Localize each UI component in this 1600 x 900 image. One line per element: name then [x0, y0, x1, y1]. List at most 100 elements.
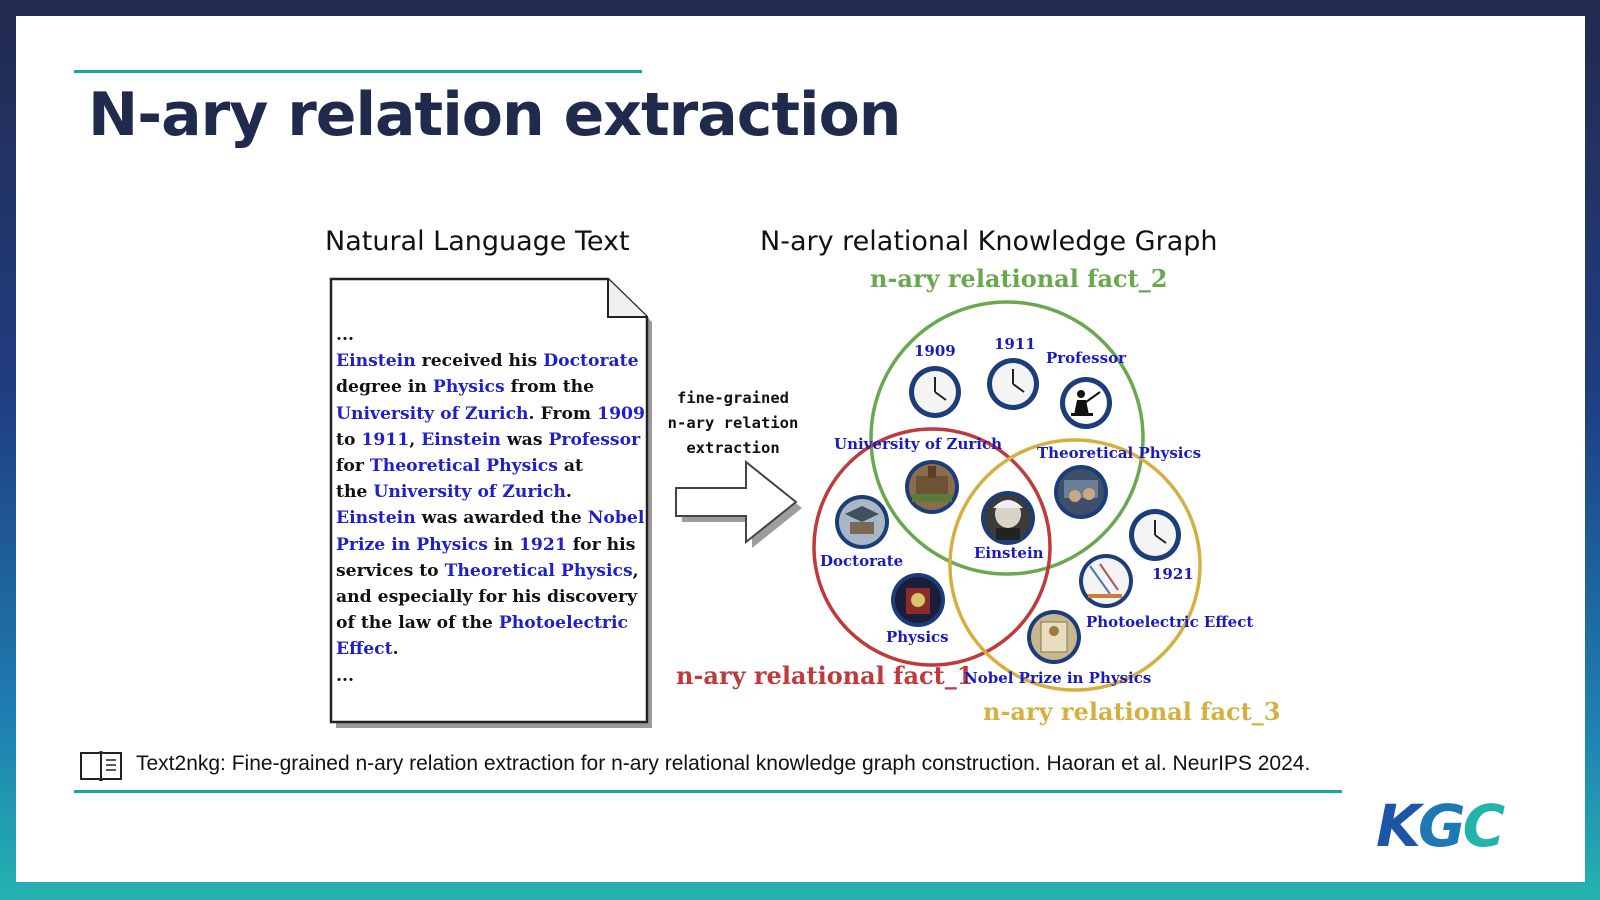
entity-highlight: Einstein: [421, 429, 501, 450]
entity-highlight: Photoelectric: [498, 613, 628, 634]
entity-highlight: Physics: [432, 377, 505, 398]
entity-highlight: Doctorate: [543, 351, 639, 372]
node-doctorate: Doctorate: [820, 552, 904, 570]
logo-letter-c: C: [1462, 792, 1506, 860]
arrow-caption-line-2: n-ary relation: [667, 414, 799, 432]
document-line: Einstein received his Doctorate: [336, 348, 656, 374]
fact-3-circle: [948, 438, 1202, 692]
entity-highlight: Effect: [336, 639, 393, 660]
clock-icon-1909: [909, 366, 961, 418]
einstein-photo-icon: [981, 491, 1035, 545]
document-line: Prize in Physics in 1921 for his: [336, 532, 656, 558]
document-line: Einstein was awarded the Nobel: [336, 505, 656, 531]
theoretical-physics-photo-icon: [1054, 465, 1108, 519]
node-professor: Professor: [1046, 349, 1126, 367]
document-span: to: [336, 429, 362, 450]
left-heading: Natural Language Text: [325, 226, 630, 257]
kgc-logo: KGC: [1376, 792, 1506, 860]
document-span: for: [336, 456, 370, 477]
document-line: University of Zurich. From 1909: [336, 401, 656, 427]
doctorate-photo-icon: [835, 495, 889, 549]
node-1921: 1921: [1152, 565, 1194, 583]
fact-1-circle: [812, 427, 1052, 667]
document-line: the University of Zurich.: [336, 479, 656, 505]
document-span: at: [557, 456, 583, 477]
document-fold: [607, 279, 647, 318]
clock-icon-1921: [1129, 509, 1181, 561]
node-1911: 1911: [994, 335, 1036, 353]
slide-title: N-ary relation extraction: [88, 80, 902, 150]
node-physics: Physics: [886, 628, 949, 646]
arrow-caption: fine-grained n-ary relation extraction: [654, 386, 812, 461]
document-span: from the: [504, 377, 595, 398]
right-heading: N-ary relational Knowledge Graph: [760, 226, 1218, 257]
photoelectric-photo-icon: [1079, 554, 1133, 608]
document-span: was: [500, 429, 549, 450]
document-line: services to Theoretical Physics,: [336, 558, 656, 584]
arrow-caption-line-1: fine-grained: [677, 389, 789, 407]
right-arrow-icon: [675, 459, 798, 545]
document-span: was awarded the: [415, 508, 588, 529]
document-span: ...: [336, 665, 354, 686]
entity-highlight: University of Zurich: [373, 482, 566, 503]
bottom-rule: [74, 790, 1342, 793]
logo-letter-k: K: [1376, 792, 1421, 860]
entity-highlight: Theoretical Physics: [369, 456, 558, 477]
document-span: for his: [566, 534, 636, 555]
clock-icon-1911: [987, 358, 1039, 410]
entity-highlight: Einstein: [336, 351, 416, 372]
document-span: the: [336, 482, 374, 503]
slide: [16, 16, 1585, 882]
entity-highlight: 1911: [361, 429, 410, 450]
entity-highlight: 1921: [518, 534, 567, 555]
document-span: received his: [415, 351, 544, 372]
document-line: ...: [336, 663, 656, 689]
document-span: and especially for his discovery: [336, 587, 638, 608]
arrow-caption-line-3: extraction: [686, 439, 780, 457]
entity-highlight: Einstein: [336, 508, 416, 529]
fact-3-label: n-ary relational fact_3: [983, 697, 1281, 726]
document-line: ...: [336, 322, 656, 348]
physics-photo-icon: [891, 573, 945, 627]
fact-2-circle: [869, 300, 1145, 576]
entity-highlight: Prize in Physics: [336, 534, 488, 555]
entity-highlight: Theoretical Physics: [444, 560, 633, 581]
node-photoelectric: Photoelectric Effect: [1086, 613, 1254, 631]
document-line: for Theoretical Physics at: [336, 453, 656, 479]
document-line: degree in Physics from the: [336, 374, 656, 400]
document-line: Effect.: [336, 636, 656, 662]
document-span: .: [392, 639, 399, 660]
document-span: services to: [336, 560, 445, 581]
professor-icon: [1060, 377, 1112, 429]
document-span: . From: [528, 403, 598, 424]
document-span: ,: [632, 560, 639, 581]
title-rule: [74, 70, 642, 73]
fact-2-label: n-ary relational fact_2: [870, 264, 1168, 293]
document-span: .: [565, 482, 572, 503]
document-span: of the law of the: [336, 613, 499, 634]
document-span: ...: [336, 325, 354, 345]
university-photo-icon: [905, 460, 959, 514]
entity-highlight: Professor: [548, 429, 641, 450]
logo-letter-g: G: [1417, 792, 1466, 860]
node-einstein: Einstein: [974, 544, 1044, 562]
nobel-prize-photo-icon: [1027, 610, 1081, 664]
document-span: degree in: [336, 377, 433, 398]
book-icon: [80, 751, 122, 781]
entity-highlight: Nobel: [587, 508, 645, 529]
fact-1-label: n-ary relational fact_1: [676, 661, 974, 690]
node-theoretical-physics: Theoretical Physics: [1037, 444, 1202, 462]
document-line: to 1911, Einstein was Professor: [336, 427, 656, 453]
document-span: ,: [409, 429, 422, 450]
document-line: of the law of the Photoelectric: [336, 610, 656, 636]
reference-text: Text2nkg: Fine-grained n-ary relation ex…: [136, 752, 1311, 775]
document-line: and especially for his discovery: [336, 584, 656, 610]
node-1909: 1909: [914, 342, 956, 360]
node-nobel-prize: Nobel Prize in Physics: [964, 669, 1152, 687]
document-span: in: [487, 534, 519, 555]
entity-highlight: 1909: [597, 403, 645, 424]
node-university: University of Zurich: [834, 435, 1003, 453]
entity-highlight: University of Zurich: [336, 403, 529, 424]
